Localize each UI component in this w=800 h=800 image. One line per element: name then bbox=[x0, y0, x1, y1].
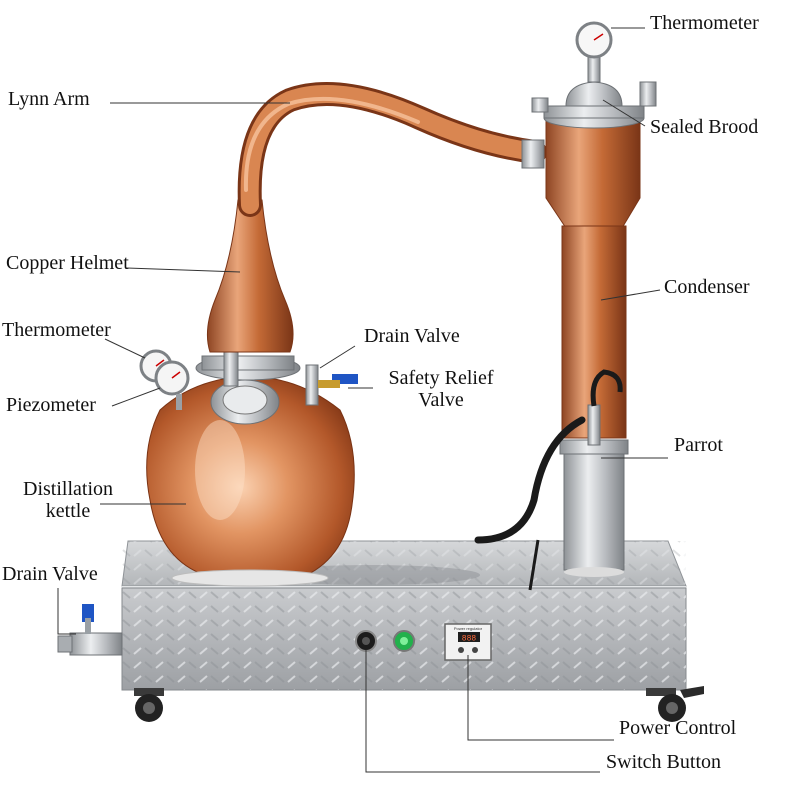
power-regulator-readout: 888 bbox=[462, 635, 477, 644]
leader-condenser bbox=[600, 289, 661, 301]
leader-drain-valve-left bbox=[57, 588, 76, 635]
label-thermometer-top: Thermometer bbox=[650, 12, 759, 34]
label-copper-helmet: Copper Helmet bbox=[6, 252, 129, 274]
copper-helmet bbox=[206, 199, 294, 353]
kettle-gauges bbox=[139, 349, 190, 410]
label-parrot: Parrot bbox=[674, 434, 723, 456]
power-regulator-caption: Power regulator bbox=[454, 626, 483, 631]
condenser-column bbox=[531, 21, 657, 439]
label-piezometer: Piezometer bbox=[6, 394, 96, 416]
bottom-drain-valve bbox=[57, 604, 123, 656]
leader-drain-valve-top bbox=[319, 345, 356, 369]
label-distillation-kettle-line2: kettle bbox=[45, 500, 91, 522]
label-power-control: Power Control bbox=[619, 717, 737, 739]
label-drain-valve-left: Drain Valve bbox=[2, 563, 98, 585]
leader-power-control bbox=[467, 655, 614, 741]
label-lynn-arm: Lynn Arm bbox=[8, 88, 90, 110]
distillation-kettle bbox=[146, 375, 355, 587]
label-safety-relief-line1: Safety Relief bbox=[388, 367, 494, 389]
leader-switch-button bbox=[365, 650, 600, 773]
lynn-arm bbox=[237, 82, 547, 217]
label-distillation-kettle: Distillation kettle bbox=[12, 478, 124, 522]
label-drain-valve-top: Drain Valve bbox=[364, 325, 460, 347]
label-distillation-kettle-line1: Distillation bbox=[23, 478, 113, 500]
leader-piezometer bbox=[111, 387, 161, 407]
caster-wheels bbox=[134, 686, 704, 722]
control-panel bbox=[355, 623, 492, 661]
label-safety-relief-line2: Valve bbox=[418, 389, 464, 411]
leader-thermometer-left bbox=[104, 338, 146, 359]
top-valves bbox=[305, 364, 358, 406]
leader-copper-helmet bbox=[125, 267, 241, 273]
label-condenser: Condenser bbox=[664, 276, 750, 298]
label-switch-button: Switch Button bbox=[606, 751, 722, 773]
leader-lines bbox=[57, 27, 668, 773]
leader-sealed-brood bbox=[602, 99, 646, 127]
parrot bbox=[474, 369, 629, 591]
label-thermometer-left: Thermometer bbox=[2, 319, 111, 341]
label-safety-relief-valve: Safety Relief Valve bbox=[374, 367, 508, 411]
label-sealed-brood: Sealed Brood bbox=[650, 116, 759, 138]
